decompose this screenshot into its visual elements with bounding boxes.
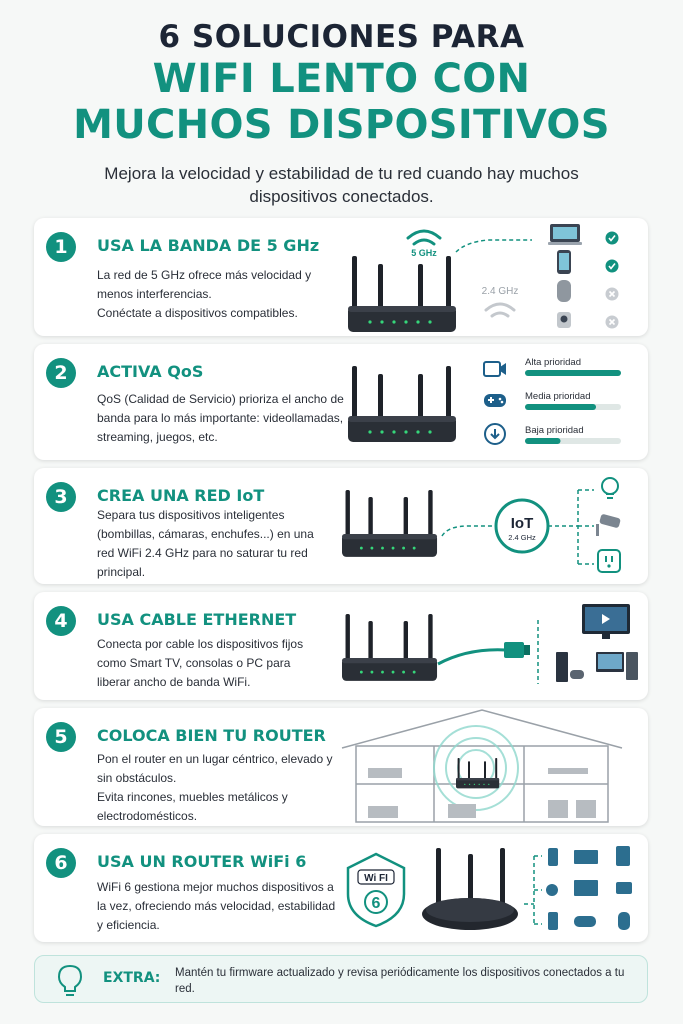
pc-icon [596,652,638,680]
card-title: USA UN ROUTER WiFi 6 [97,852,307,871]
card-ethernet: 4 USA CABLE ETHERNET Conecta por cable l… [34,592,648,700]
security-camera-icon [596,514,621,536]
check-icon [605,259,619,273]
card-1-visual: 5 GHz 2.4 GHz [348,224,619,332]
wifi6-badge-top: Wi FI [364,873,388,884]
card-2-visual: Alta prioridad Media prioridad Baja prio… [348,357,621,445]
x-icon [605,315,619,329]
title-line-3: MUCHOS DISPOSITIVOS [73,102,610,148]
extra-label: EXTRA: [103,970,161,986]
card-description: Conecta por cable los dispositivos fijos… [97,637,304,689]
check-icon [605,231,619,245]
card-wifi6: 6 USA UN ROUTER WiFi 6 WiFi 6 gestiona m… [34,834,648,942]
card-description: Separa tus dispositivos inteligentes (bo… [97,508,314,579]
priority-label: Media prioridad [525,391,590,402]
card-5-visual [341,709,623,823]
band-5ghz-label: 5 GHz [411,248,437,258]
card-title: USA LA BANDA DE 5 GHz [97,236,320,255]
lightbulb-icon [57,964,83,996]
router-icon [422,848,518,930]
card-3-visual: IoT 2.4 GHz [342,477,621,573]
priority-label: Baja prioridad [525,425,584,436]
x-icon [605,287,619,301]
video-icon [483,361,506,377]
connection-line [441,525,496,537]
gamepad-icon [574,916,596,927]
router-icon [342,490,438,557]
card-5ghz: 1 USA LA BANDA DE 5 GHz La red de 5 GHz … [34,218,648,336]
camera-icon [546,884,558,896]
step-number: 4 [46,606,76,636]
download-icon [484,423,506,445]
step-number: 6 [46,848,76,878]
console-icon [556,652,584,682]
card-title: CREA UNA RED IoT [97,486,265,505]
tv-icon [574,880,598,896]
tv-icon [582,604,630,639]
router-icon [348,366,456,442]
laptop-icon [574,850,598,864]
wifi-5ghz-icon [406,229,442,246]
security-camera-icon [616,882,632,894]
furniture [368,768,596,818]
phone-icon [557,250,571,274]
subtitle: Mejora la velocidad y estabilidad de tu … [104,164,579,206]
card-4-visual [342,604,638,684]
device-grid [546,846,632,930]
phone-icon [548,848,558,866]
extra-tip: EXTRA: Mantén tu firmware actualizado y … [34,955,648,1003]
band-24ghz-label: 2.4 GHz [482,286,519,297]
card-description: QoS (Calidad de Servicio) prioriza el an… [97,392,344,444]
card-description: La red de 5 GHz ofrece más velocidad y m… [97,268,312,320]
card-title: ACTIVA QoS [97,362,204,381]
priority-bar-fill [525,438,561,444]
title-line-2: WIFI LENTO CON [152,56,531,102]
phone-icon [548,912,558,930]
connection-line [548,489,594,565]
bulb-icon [601,477,619,499]
wifi-signal-waves [433,725,519,811]
wifi6-badge-number: 6 [372,895,381,912]
connection-line [524,855,542,925]
laptop-icon [548,224,582,245]
connection-line [455,239,532,253]
header: 6 SOLUCIONES PARA WIFI LENTO CON MUCHOS … [0,0,683,208]
card-description: WiFi 6 gestiona mejor muchos dispositivo… [97,880,336,932]
iot-label: IoT [511,515,534,532]
camera-icon [557,312,571,328]
priority-bar-fill [525,370,621,376]
speaker-icon [557,280,571,302]
ethernet-plug-icon [504,642,530,658]
ethernet-cable [437,648,507,666]
title-line-1: 6 SOLUCIONES PARA [158,19,525,55]
tablet-icon [616,846,630,866]
gamepad-icon [484,394,506,407]
card-placement: 5 COLOCA BIEN TU ROUTER Pon el router en… [34,708,648,826]
card-qos: 2 ACTIVA QoS QoS (Calidad de Servicio) p… [34,344,648,460]
priority-bar-fill [525,404,597,410]
step-number: 5 [46,722,76,752]
step-number: 2 [46,358,76,388]
card-6-visual: Wi FI 6 [346,846,632,930]
wifi6-badge: Wi FI 6 [346,852,406,928]
card-title: COLOCA BIEN TU ROUTER [97,726,326,745]
priority-label: Alta prioridad [525,357,581,368]
card-description: Pon el router en un lugar céntrico, elev… [97,752,333,823]
router-icon [342,614,438,681]
speaker-icon [618,912,630,930]
wifi-24ghz-icon [484,302,516,318]
card-iot: 3 CREA UNA RED IoT Separa tus dispositiv… [34,468,648,584]
step-number: 1 [46,232,76,262]
extra-text: Mantén tu firmware actualizado y revisa … [175,967,625,995]
card-title: USA CABLE ETHERNET [97,610,297,629]
step-number: 3 [46,482,76,512]
plug-icon [597,549,621,573]
router-icon [348,256,456,332]
iot-band: 2.4 GHz [508,533,536,542]
